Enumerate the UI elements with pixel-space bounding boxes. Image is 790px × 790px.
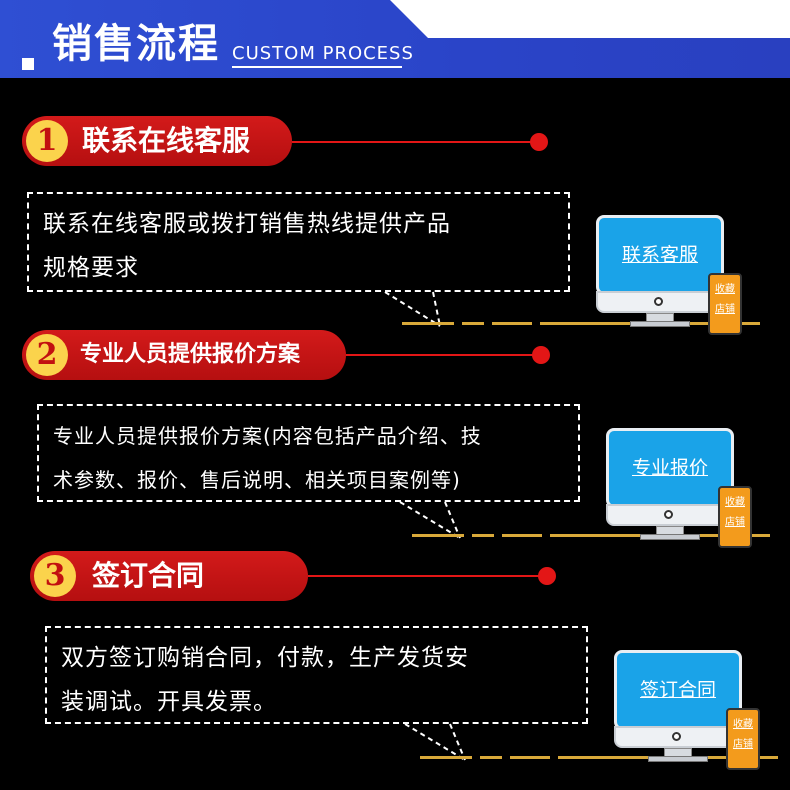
- page-subtitle: CUSTOM PROCESS: [232, 43, 414, 64]
- step-1-description-line2: 规格要求: [43, 255, 139, 281]
- header-bullet-icon: [22, 58, 34, 70]
- step-3-screen-label: 签订合同: [639, 679, 716, 701]
- power-icon: [654, 297, 663, 306]
- step-2: 2 专业人员提供报价方案: [22, 330, 346, 380]
- monitor-screen: 联系客服: [596, 215, 724, 295]
- step-1: 1 联系在线客服: [22, 116, 292, 166]
- step-3-pill: [30, 551, 308, 601]
- monitor-base: [648, 756, 708, 762]
- monitor-base: [640, 534, 700, 540]
- phone-icon: 收藏 店铺: [718, 486, 752, 548]
- monitor-screen: 签订合同: [614, 650, 742, 730]
- step-1-label: 联系在线客服: [82, 124, 251, 157]
- step-2-description-line1: 专业人员提供报价方案(内容包括产品介绍、技: [53, 424, 482, 448]
- step-3-monitor-icon: 签订合同 收藏 店铺: [614, 650, 774, 770]
- step-3-description-line2: 装调试。开具发票。: [61, 689, 277, 715]
- phone-icon: 收藏 店铺: [708, 273, 742, 335]
- phone-text-1: 收藏: [725, 497, 745, 508]
- power-icon: [672, 732, 681, 741]
- phone-text-1: 收藏: [715, 284, 735, 295]
- step-1-red-line: [292, 141, 542, 143]
- step-1-description: 联系在线客服或拨打销售热线提供产品 规格要求: [27, 192, 570, 292]
- step-2-number: 2: [26, 334, 68, 376]
- divider-segment: [402, 322, 454, 325]
- divider-segment: [420, 756, 472, 759]
- step-1-dot-icon: [530, 133, 548, 151]
- step-2-description-line2: 术参数、报价、售后说明、相关项目案例等): [53, 468, 461, 492]
- divider-segment: [412, 534, 464, 537]
- step-2-red-line: [346, 354, 542, 356]
- divider-segment: [462, 322, 484, 325]
- power-icon: [664, 510, 673, 519]
- step-3-dot-icon: [538, 567, 556, 585]
- phone-icon: 收藏 店铺: [726, 708, 760, 770]
- phone-text-2: 店铺: [725, 517, 745, 528]
- phone-text-1: 收藏: [733, 719, 753, 730]
- divider-segment: [492, 322, 532, 325]
- step-3-red-line: [308, 575, 548, 577]
- phone-text-2: 店铺: [733, 739, 753, 750]
- step-3-description-line1: 双方签订购销合同，付款，生产发货安: [61, 645, 469, 671]
- step-2-pill: [22, 330, 346, 380]
- page-title: 销售流程: [52, 21, 220, 67]
- divider-segment: [502, 534, 542, 537]
- step-2-dot-icon: [532, 346, 550, 364]
- divider-segment: [480, 756, 502, 759]
- step-3-number: 3: [34, 555, 76, 597]
- step-1-description-line1: 联系在线客服或拨打销售热线提供产品: [43, 211, 451, 237]
- step-2-screen-label: 专业报价: [631, 457, 708, 479]
- divider-segment: [510, 756, 550, 759]
- step-3: 3 签订合同: [30, 551, 308, 601]
- step-3-label: 签订合同: [92, 559, 205, 592]
- subtitle-underline: [232, 66, 402, 68]
- step-1-number: 1: [26, 120, 68, 162]
- step-1-monitor-icon: 联系客服 收藏 店铺: [596, 215, 756, 335]
- step-2-description: 专业人员提供报价方案(内容包括产品介绍、技 术参数、报价、售后说明、相关项目案例…: [37, 404, 580, 502]
- step-2-label: 专业人员提供报价方案: [80, 342, 301, 367]
- step-2-monitor-icon: 专业报价 收藏 店铺: [606, 428, 766, 548]
- monitor-base: [630, 321, 690, 327]
- monitor-screen: 专业报价: [606, 428, 734, 508]
- step-1-screen-label: 联系客服: [621, 244, 698, 266]
- divider-segment: [472, 534, 494, 537]
- step-3-description: 双方签订购销合同，付款，生产发货安 装调试。开具发票。: [45, 626, 588, 724]
- phone-text-2: 店铺: [715, 304, 735, 315]
